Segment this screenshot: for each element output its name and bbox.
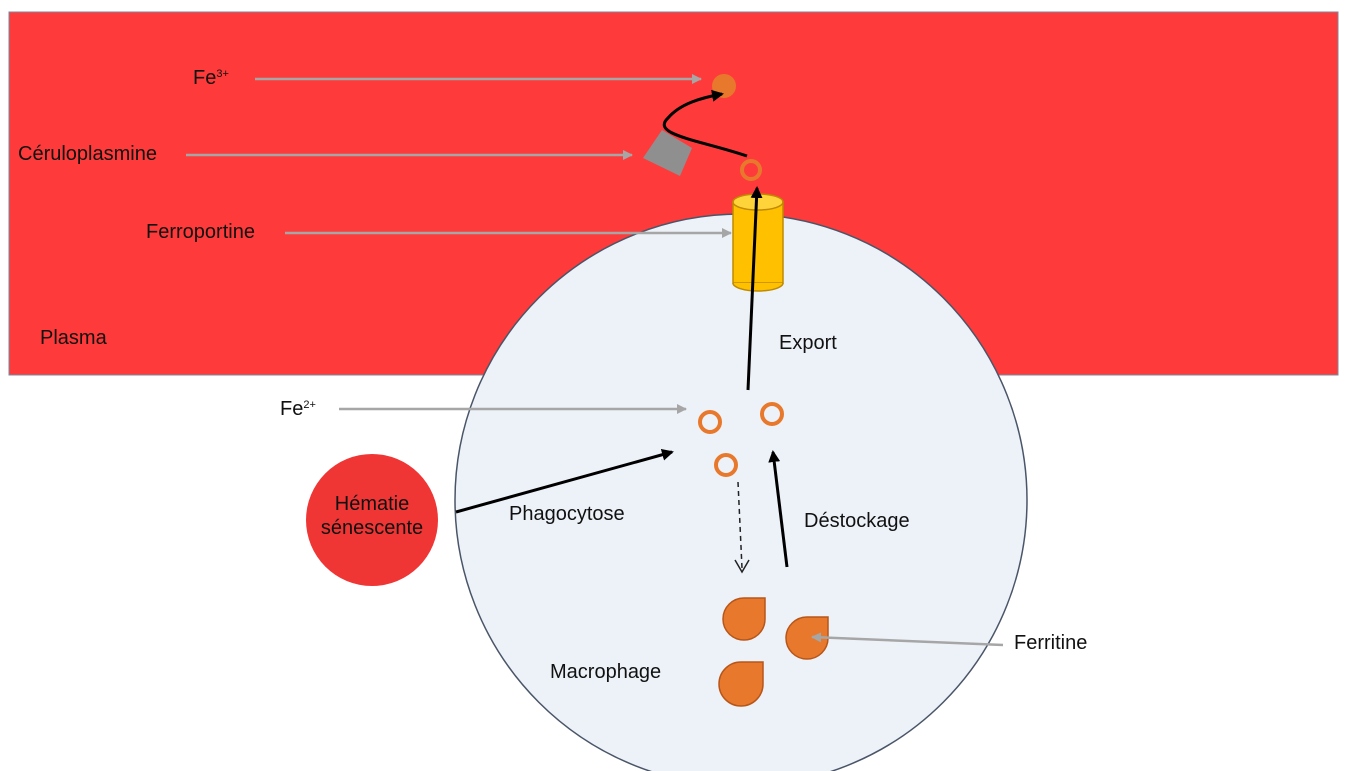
storage-arrowhead: [734, 559, 750, 574]
ferritin-pointer: [811, 632, 1004, 647]
ferritin-droplet: [722, 597, 766, 641]
destockage-label: Déstockage: [804, 510, 910, 532]
export-arrow: [746, 186, 763, 391]
fe2-ion: [698, 410, 722, 434]
destockage-arrow: [768, 450, 789, 568]
ferroportin-label: Ferroportine: [146, 221, 255, 243]
phagocytosis-arrow: [455, 448, 674, 514]
phagocytosis-label: Phagocytose: [509, 503, 625, 525]
plasma-label: Plasma: [40, 327, 107, 349]
ferroportin-channel: [732, 193, 784, 292]
fe2-ion-exported: [740, 159, 762, 181]
fe2-ion: [714, 453, 738, 477]
ferritin-droplet: [718, 661, 764, 707]
senescent-erythrocyte: [306, 454, 438, 586]
ferritin-label: Ferritine: [1014, 632, 1088, 654]
fe2-ion: [760, 402, 784, 426]
erythrocyte-label: Hématie sénescente: [320, 493, 424, 539]
ceruloplasmin-label: Céruloplasmine: [18, 143, 157, 165]
export-label: Export: [779, 332, 837, 354]
ceruloplasmin-shape: [643, 130, 692, 176]
macrophage-label: Macrophage: [550, 661, 662, 683]
oxidation-arrow: [662, 89, 748, 158]
fe3-label: Fe3+: [193, 67, 229, 89]
ferritin-droplet: [785, 616, 829, 660]
fe2-label: Fe2+: [280, 398, 316, 420]
